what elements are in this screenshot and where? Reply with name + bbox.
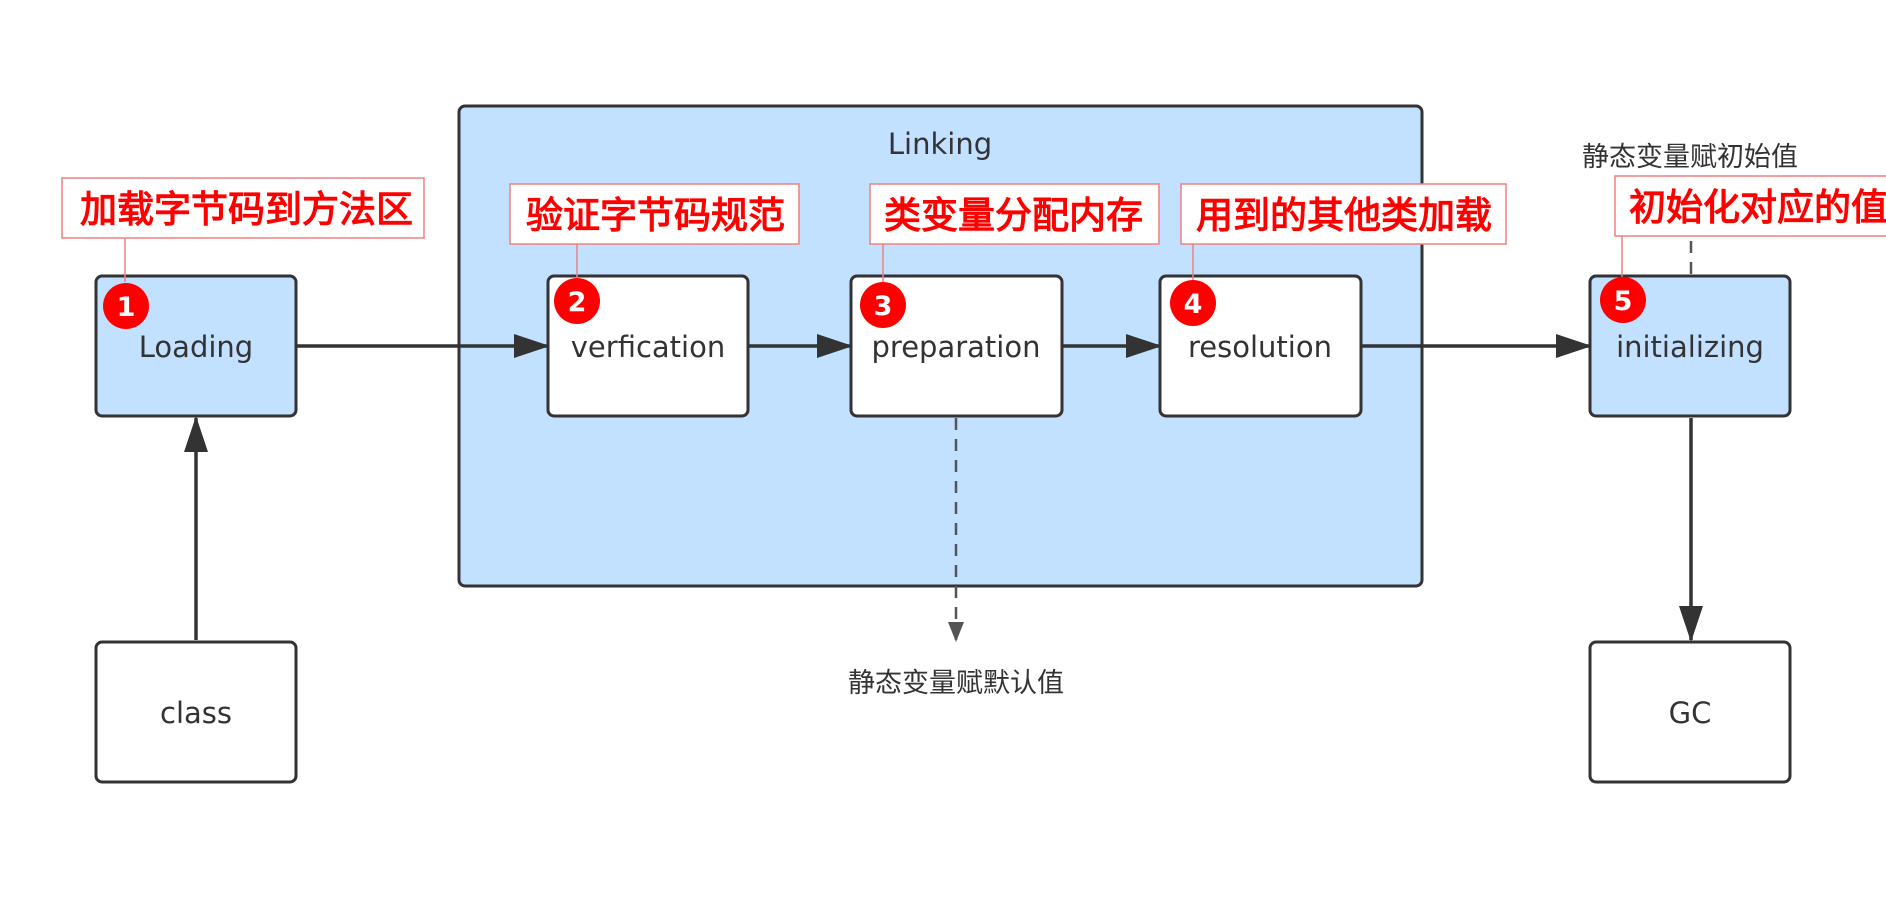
callout-3-badge — [860, 282, 906, 328]
node-class: class — [94, 640, 298, 784]
callout-4-badge-number: 4 — [1184, 289, 1203, 320]
note-initializing-initial: 静态变量赋初始值 — [1582, 142, 1798, 173]
callout-2-box — [509, 183, 800, 245]
callout-1-box — [61, 177, 425, 239]
callout-4-box — [1180, 183, 1507, 245]
node-initializing-label: initializing — [1616, 330, 1764, 364]
callout-1-text: 加载字节码到方法区 — [80, 188, 413, 231]
linking-group-label: Linking — [888, 127, 992, 161]
node-class-label: class — [160, 696, 232, 730]
callout-5-badge-number: 5 — [1614, 286, 1633, 317]
node-verification: verfication — [546, 274, 750, 418]
node-preparation-label: preparation — [872, 330, 1041, 364]
callout-4-text: 用到的其他类加载 — [1196, 194, 1492, 237]
node-verification-box — [546, 274, 750, 418]
node-loading-label: Loading — [139, 330, 253, 364]
callout-5-badge — [1600, 277, 1646, 323]
callout-5: 初始化对应的值 5 — [1600, 175, 1886, 323]
callout-5-box — [1614, 175, 1886, 237]
callout-4: 用到的其他类加载 4 — [1170, 183, 1507, 326]
callout-2: 验证字节码规范 2 — [509, 183, 800, 324]
node-gc: GC — [1588, 640, 1792, 784]
callout-2-badge-number: 2 — [568, 287, 587, 318]
callout-3-box — [869, 183, 1160, 245]
callout-1-badge-number: 1 — [117, 292, 136, 323]
callout-3: 类变量分配内存 3 — [860, 183, 1160, 328]
callout-3-text: 类变量分配内存 — [884, 194, 1143, 237]
callout-1: 加载字节码到方法区 1 — [61, 177, 425, 329]
node-class-box — [94, 640, 298, 784]
callout-1-badge — [103, 283, 149, 329]
callout-5-text: 初始化对应的值 — [1629, 186, 1886, 229]
node-gc-label: GC — [1669, 696, 1712, 730]
node-gc-box — [1588, 640, 1792, 784]
callout-2-text: 验证字节码规范 — [526, 194, 785, 237]
note-preparation-default: 静态变量赋默认值 — [848, 668, 1064, 699]
node-resolution-label: resolution — [1188, 330, 1332, 364]
node-verification-label: verfication — [571, 330, 725, 364]
callout-4-badge — [1170, 280, 1216, 326]
callout-3-badge-number: 3 — [874, 291, 893, 322]
callout-2-badge — [554, 278, 600, 324]
